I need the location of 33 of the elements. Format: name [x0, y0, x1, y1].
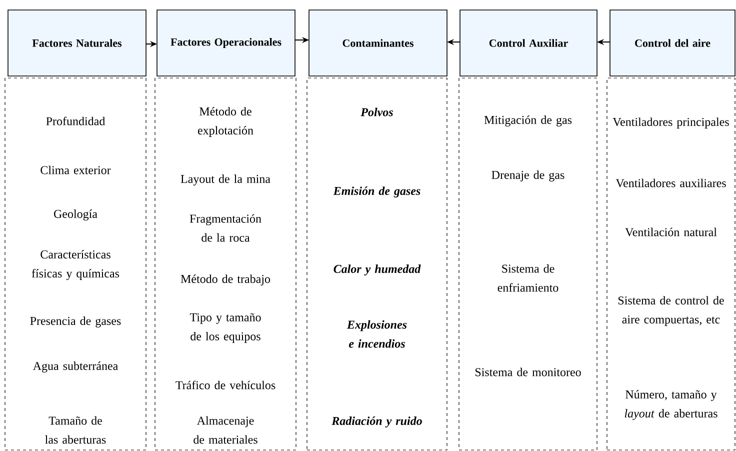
list-item: Mitigación de gas	[484, 116, 572, 126]
list-item: Agua subterránea	[32, 362, 118, 372]
list-item: Geología	[54, 210, 98, 220]
list-item: Layout de la mina	[180, 174, 270, 186]
header-box: Contaminantes	[308, 10, 448, 76]
list-item: Características físicas y químicas	[32, 250, 120, 280]
header-box: Factores Naturales	[8, 10, 146, 76]
header-box: Control del aire	[610, 10, 736, 76]
list-item: Tamaño de las aberturas	[45, 416, 106, 444]
list-item: Ventiladores principales	[612, 118, 729, 128]
list-item: Fragmentación de la roca	[190, 214, 262, 242]
list-item: Ventiladores auxiliares	[616, 178, 726, 188]
list-item: Tráfico de vehículos	[176, 380, 276, 390]
header-box: Control Auxiliar	[460, 10, 598, 76]
list-item: Método de trabajo	[180, 274, 270, 286]
list-item: Radiación y ruido	[332, 416, 422, 428]
list-item: Sistema de monitoreo	[475, 368, 581, 376]
header-box: Factores Operacionales	[156, 10, 296, 76]
list-item: Número, tamaño y layout de aberturas	[624, 390, 718, 420]
list-item: Profundidad	[46, 116, 106, 126]
list-item: Explosiones e incendios	[346, 320, 407, 348]
list-item: Ventilación natural	[625, 228, 717, 236]
list-item: Calor y humedad	[334, 264, 421, 276]
list-item: Método de explotación	[198, 107, 254, 137]
list-item: Presencia de gases	[30, 316, 121, 328]
list-item: Polvos	[360, 108, 393, 116]
list-item: Drenaje de gas	[492, 170, 564, 182]
list-item: Clima exterior	[40, 166, 111, 174]
list-item: Sistema de enfriamiento	[498, 264, 558, 292]
list-item: Sistema de control de aire compuertas, etc	[618, 296, 724, 326]
list-item: Almacenaje de materiales	[194, 416, 258, 444]
list-item: Tipo y tamaño de los equipos	[190, 313, 261, 343]
list-item: Emisión de gases	[333, 186, 420, 198]
